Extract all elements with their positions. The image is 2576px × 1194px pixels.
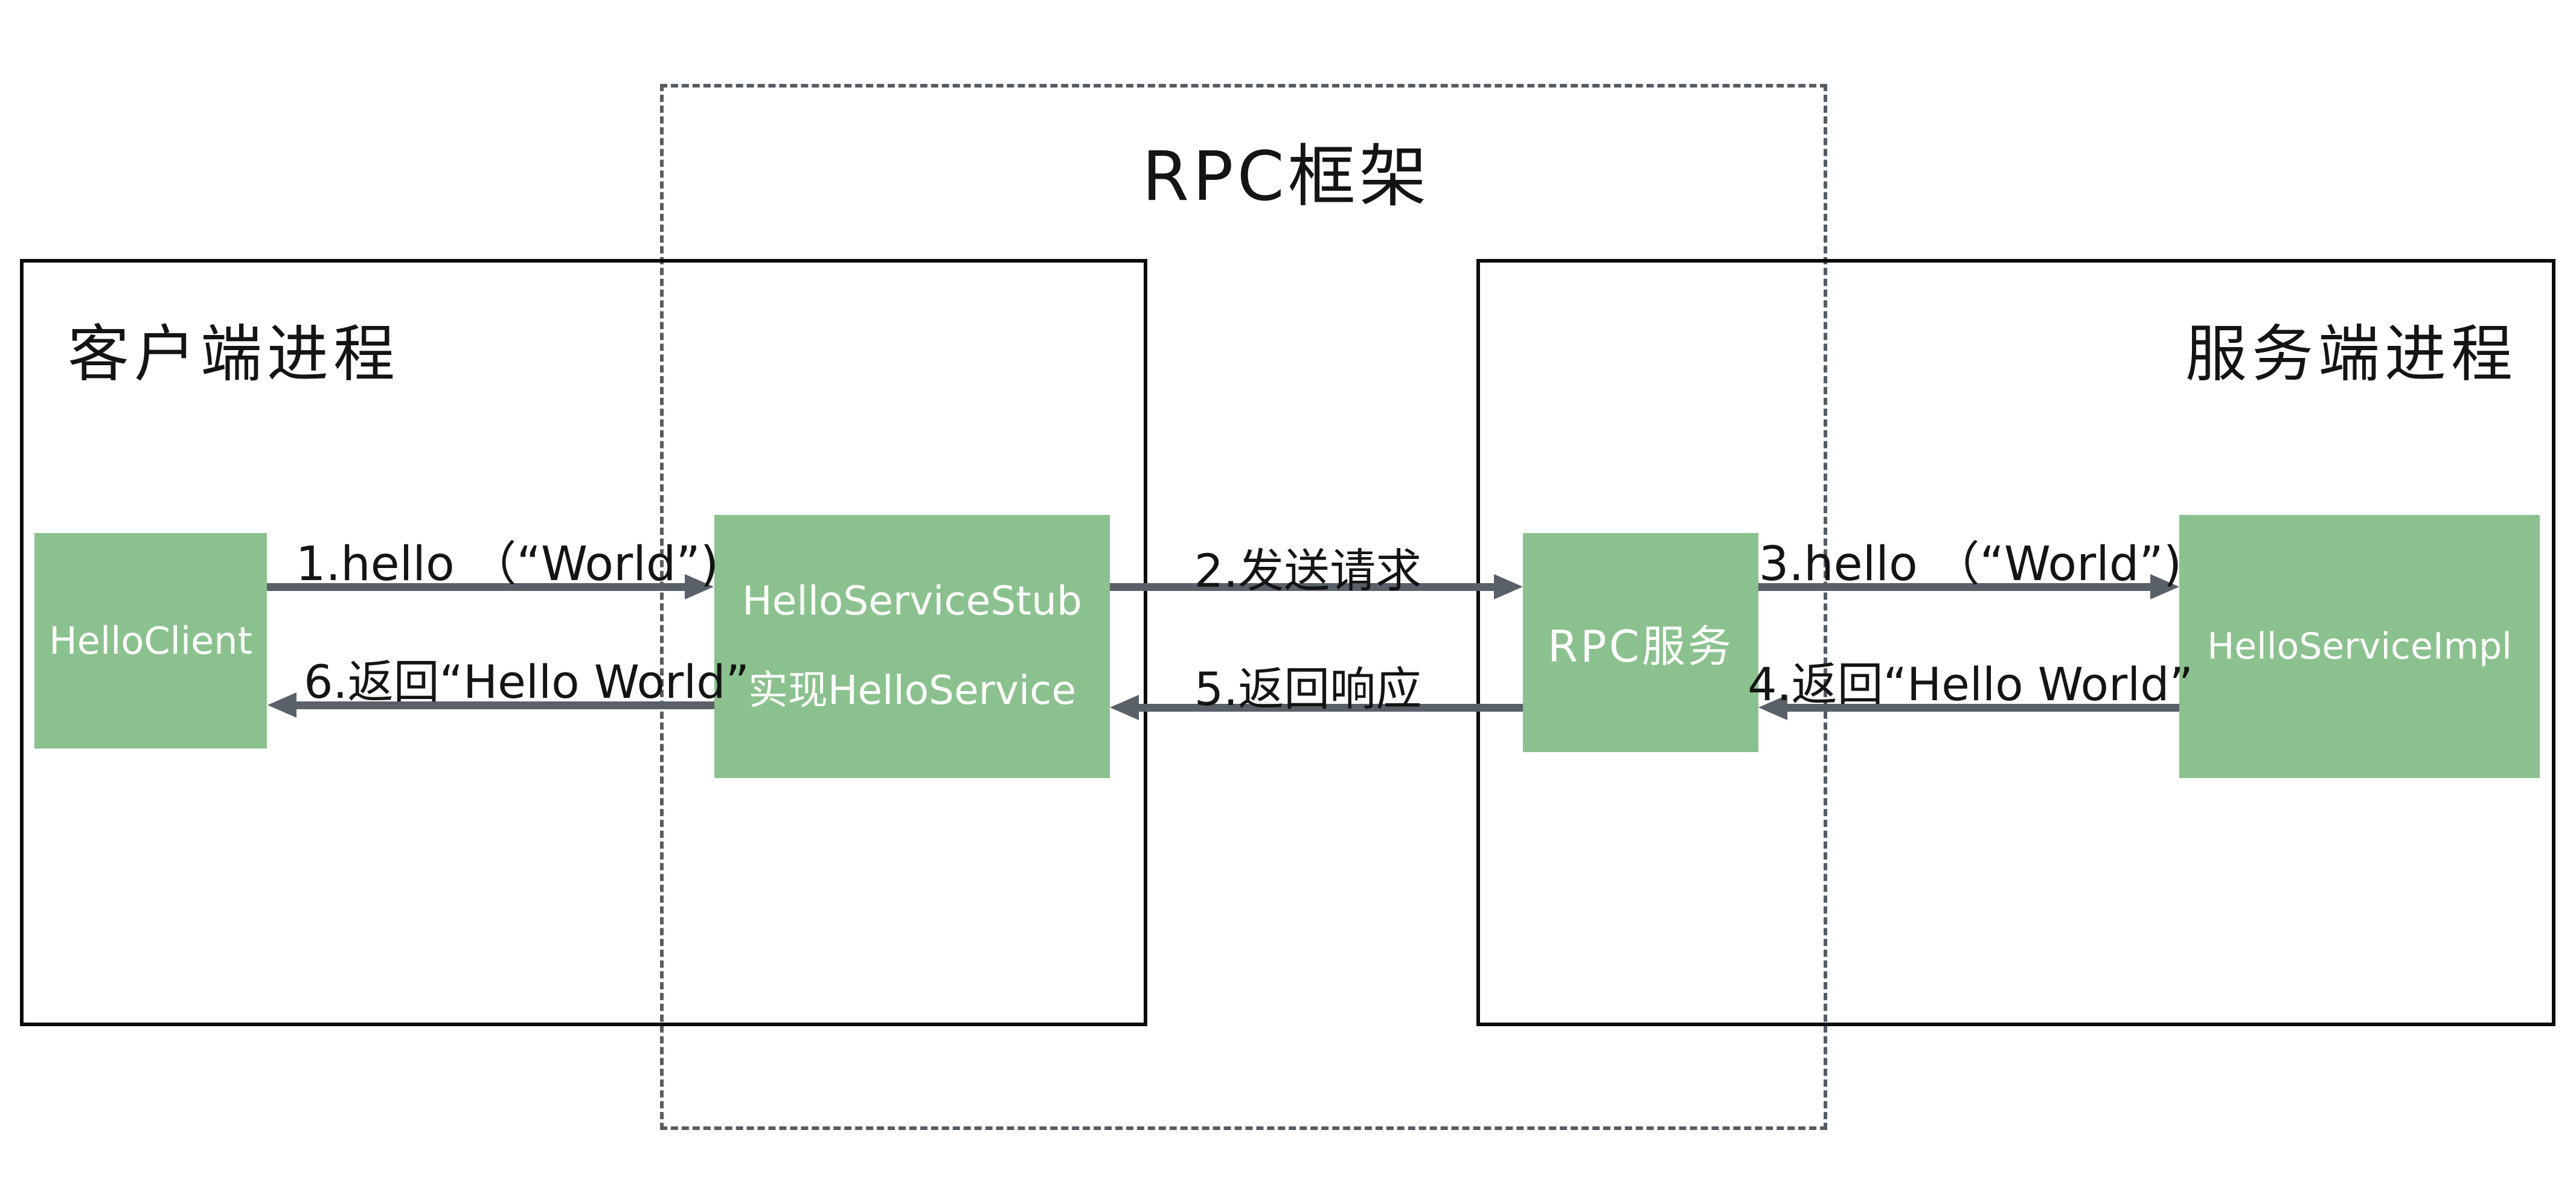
node-stub-label-line1: HelloServiceStub [742,577,1082,624]
client-process-label: 客户端进程 [68,319,400,391]
arrow-left-head-icon [1758,695,1787,720]
arrow-shaft [1139,703,1523,712]
node-stub-label-line2: 实现HelloService [748,666,1077,714]
rpc-framework-frame [660,84,1827,1130]
node-rpc-service-label: RPC服务 [1548,621,1734,672]
node-hello-client: HelloClient [34,533,267,749]
arrow-shaft [1758,583,2150,591]
rpc-framework-title: RPC框架 [1142,138,1431,216]
arrow-4-return-hello-world [1758,695,2179,720]
server-process-label: 服务端进程 [2185,319,2517,391]
arrow-left-head-icon [268,692,296,718]
message-label-6: 6.返回“Hello World” [304,655,749,709]
node-hello-client-label: HelloClient [49,619,252,663]
arrow-shaft [296,701,714,709]
arrow-6-return-hello-world [268,692,714,718]
server-process-frame [1476,259,2555,1026]
message-label-2: 2.发送请求 [1194,544,1422,598]
node-hello-service-impl: HelloServiceImpl [2179,515,2540,778]
node-rpc-service: RPC服务 [1523,533,1758,752]
node-hello-service-stub: HelloServiceStub 实现HelloService [714,515,1110,778]
message-label-4: 4.返回“Hello World” [1748,657,2193,711]
arrow-shaft [1110,583,1494,591]
message-label-5: 5.返回响应 [1194,662,1422,716]
arrow-5-return-response [1110,695,1523,720]
arrow-1-hello-request [267,574,714,599]
message-label-3: 3.hello （“World”) [1758,537,2182,592]
arrow-2-send-request [1110,574,1523,599]
arrow-left-head-icon [1110,695,1139,720]
arrow-3-hello-request [1758,574,2179,599]
node-impl-label: HelloServiceImpl [2207,625,2512,668]
message-label-1: 1.hello （“World”) [295,537,719,592]
client-process-frame [20,259,1147,1026]
arrow-shaft [1787,703,2179,712]
arrow-right-head-icon [1494,574,1523,599]
arrow-shaft [267,583,685,591]
arrow-right-head-icon [2150,574,2179,599]
arrow-right-head-icon [685,574,714,599]
